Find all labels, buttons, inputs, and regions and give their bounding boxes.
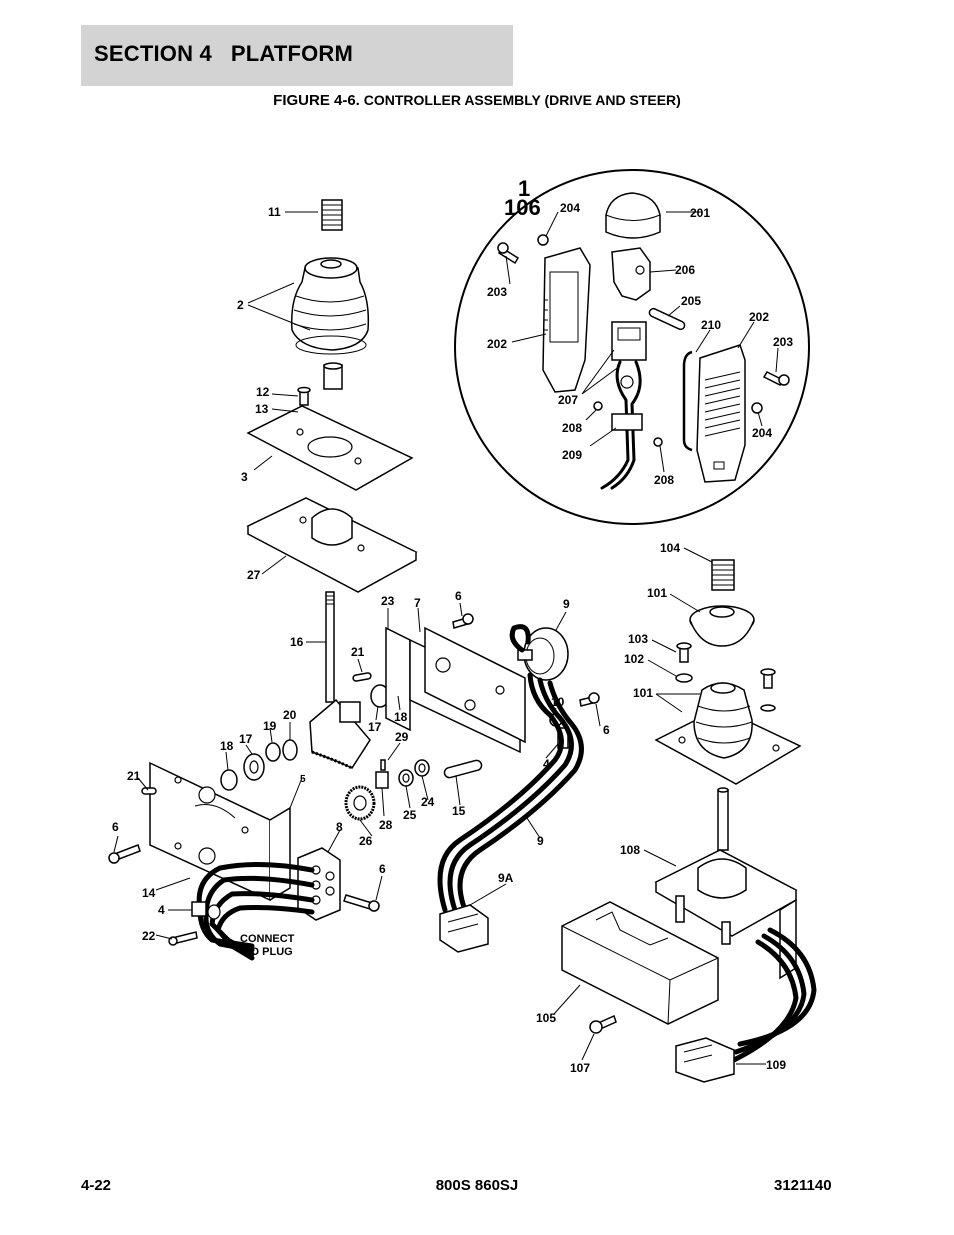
callout: 15 xyxy=(452,804,466,818)
callout: 10 xyxy=(551,695,565,709)
drive-controller-assembly xyxy=(108,199,600,961)
callout: 24 xyxy=(421,795,435,809)
callout: 14 xyxy=(142,886,156,900)
callout: 109 xyxy=(766,1058,786,1072)
callout: CONNECT xyxy=(240,933,295,945)
model-numbers: 800S 860SJ xyxy=(435,1177,519,1194)
callout: 16 xyxy=(290,635,304,649)
callout: 18 xyxy=(220,739,234,753)
callout: 202 xyxy=(487,337,507,351)
callout: 209 xyxy=(562,448,582,462)
callout: 204 xyxy=(752,426,772,440)
figure-number: FIGURE 4-6. xyxy=(273,92,360,109)
handle-detail-view xyxy=(454,169,810,525)
callout: 28 xyxy=(379,818,393,832)
callout: 203 xyxy=(487,285,507,299)
callout: 101 xyxy=(647,586,667,600)
callout: 208 xyxy=(562,421,582,435)
callout: 105 xyxy=(536,1011,556,1025)
callout: 204 xyxy=(560,201,580,215)
callout: 9A xyxy=(498,871,514,885)
callout: 103 xyxy=(628,632,648,646)
section-title: SECTION 4 PLATFORM xyxy=(94,41,354,66)
callout: 8 xyxy=(336,820,343,834)
callout: 9 xyxy=(563,597,570,611)
callout: 5 xyxy=(300,774,306,785)
callout: 18 xyxy=(394,710,408,724)
page-number: 4-22 xyxy=(81,1177,112,1194)
callout: 21 xyxy=(351,645,365,659)
callout: 6 xyxy=(603,723,610,737)
section-header-bar xyxy=(81,25,513,86)
callout: 202 xyxy=(749,310,769,324)
callout: 3 xyxy=(241,470,248,484)
callout: 208 xyxy=(654,473,674,487)
callout: TO PLUG xyxy=(244,946,293,958)
callout: 4 xyxy=(158,903,165,917)
figure-title: FIGURE 4-6. CONTROLLER ASSEMBLY (DRIVE A… xyxy=(0,92,954,109)
callout: 25 xyxy=(403,808,417,822)
spring-11 xyxy=(321,199,343,231)
figure-caption: CONTROLLER ASSEMBLY (DRIVE AND STEER) xyxy=(359,92,681,108)
callout: 207 xyxy=(558,393,578,407)
callout: 23 xyxy=(381,594,395,608)
callout: 21 xyxy=(127,769,141,783)
callout: 11 xyxy=(268,205,281,219)
callout: 6 xyxy=(379,862,386,876)
callout: 2 xyxy=(237,298,244,312)
detail-label-bottom: 106 xyxy=(504,195,541,220)
callout: 206 xyxy=(675,263,695,277)
callout: 13 xyxy=(255,402,269,416)
callout: 26 xyxy=(359,834,373,848)
callout: 17 xyxy=(368,720,382,734)
leader-lines xyxy=(113,211,779,1065)
callout: 19 xyxy=(263,719,277,733)
callout: 101 xyxy=(633,686,653,700)
callout: 20 xyxy=(283,708,297,722)
callout: 7 xyxy=(414,596,421,610)
callout: 29 xyxy=(395,730,409,744)
callout: 27 xyxy=(247,568,261,582)
callout-labels: 11 2 12 13 3 27 16 23 7 6 9 21 17 18 29 … xyxy=(112,176,793,1075)
callout: 203 xyxy=(773,335,793,349)
callout: 205 xyxy=(681,294,701,308)
callout: 17 xyxy=(239,732,253,746)
callout: 108 xyxy=(620,843,640,857)
callout: 102 xyxy=(624,652,644,666)
callout: 6 xyxy=(112,820,119,834)
callout: 104 xyxy=(660,541,680,555)
callout: 22 xyxy=(142,929,156,943)
callout: 107 xyxy=(570,1061,590,1075)
detail-label-top: 1 xyxy=(518,176,530,201)
callout: 4 xyxy=(543,757,550,771)
callout: 210 xyxy=(701,318,721,332)
callout: 201 xyxy=(690,206,710,220)
callout: 9 xyxy=(537,834,544,848)
steer-controller-assembly xyxy=(561,559,817,1083)
manual-part-number: 3121140 xyxy=(774,1177,832,1194)
callout: 12 xyxy=(256,385,270,399)
callout: 6 xyxy=(455,589,462,603)
